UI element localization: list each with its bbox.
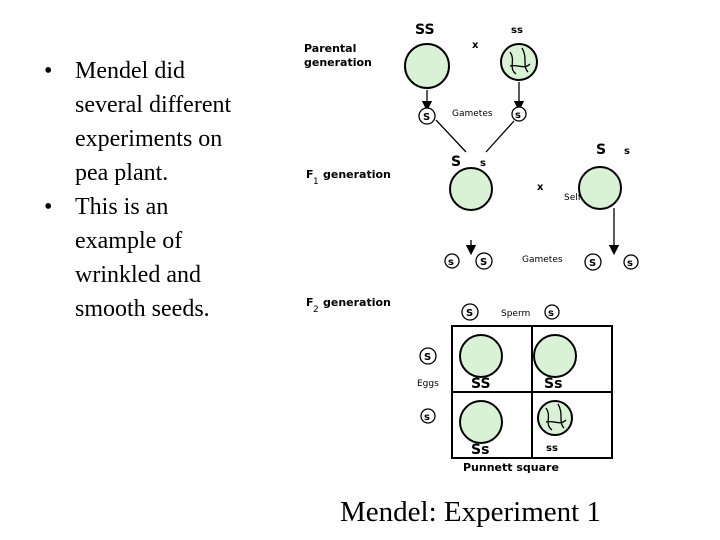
punnett-wrinkle-lines: [545, 403, 567, 431]
punnett-pea-ss-wrinkled: [537, 400, 573, 436]
f2-gamete-S-left: S: [480, 257, 487, 268]
f1-label-text: generation: [323, 168, 391, 181]
gamete-s: s: [515, 110, 521, 121]
f1-pea-right: [578, 166, 622, 210]
slide-footer-title: Mendel: Experiment 1: [340, 496, 601, 528]
sperm-s-circle: [544, 304, 560, 320]
parental-generation-label-line2: generation: [304, 56, 372, 69]
parental-generation-label-line1: Parental: [304, 42, 356, 55]
bullet-text: This is an example of wrinkled and smoot…: [75, 194, 210, 322]
punnett-pea-SS: [459, 334, 503, 378]
wrinkled-pea-parent: [500, 43, 538, 81]
sperm-S: S: [466, 308, 473, 319]
punnett-square-title: Punnett square: [463, 461, 559, 474]
bullet-item: • This is an example of wrinkled and smo…: [44, 190, 254, 326]
egg-s-circle: [420, 408, 436, 424]
f2-gamete-s-left-circle: [444, 253, 460, 269]
f1-label-letter: F: [306, 168, 314, 181]
f2-gamete-S-right: S: [589, 258, 596, 269]
egg-S-circle: [419, 347, 437, 365]
f1-pea-left: [449, 167, 493, 211]
gamete-S: S: [423, 112, 430, 123]
f2-label-subscript: 2: [313, 305, 319, 315]
bullet-item: • Mendel did several different experimen…: [44, 54, 254, 190]
f1-genotype-s: s: [480, 158, 486, 169]
f2-gamete-S-right-circle: [584, 253, 602, 271]
punnett-cell-Ss-bottom: Ss: [471, 442, 489, 458]
f2-gamete-s-right: s: [627, 258, 633, 269]
sperm-s: s: [548, 308, 554, 319]
f2-label-text: generation: [323, 296, 391, 309]
egg-S: S: [424, 352, 431, 363]
bullet-list: • Mendel did several different experimen…: [44, 54, 254, 326]
egg-s: s: [424, 412, 430, 423]
bullet-marker: •: [44, 58, 53, 84]
parental-cross-symbol: x: [472, 40, 479, 51]
f2-gamete-s-right-circle: [623, 254, 639, 270]
punnett-cell-SS: SS: [471, 376, 491, 392]
punnett-cell-Ss-top: Ss: [544, 376, 562, 392]
wrinkle-lines: [509, 47, 531, 75]
self-label: Self: [564, 193, 582, 203]
sperm-S-circle: [461, 303, 479, 321]
f1-genotype-S: S: [451, 154, 461, 170]
mendel-cross-diagram: Parental generation F 1 generation F 2 g…: [304, 22, 639, 474]
sperm-label: Sperm: [501, 309, 530, 319]
f2-gamete-S-left-circle: [475, 252, 493, 270]
f1-label-subscript: 1: [313, 177, 319, 187]
gametes-label-top: Gametes: [452, 109, 493, 119]
smooth-pea-parent: [404, 43, 450, 89]
bullet-marker: •: [44, 194, 53, 220]
gamete-S-circle: [418, 107, 436, 125]
gamete-s-circle: [511, 106, 527, 122]
bullet-text: Mendel did several different experiments…: [75, 58, 232, 186]
f1-right-genotype-s: s: [624, 146, 630, 157]
f1-cross-symbol: x: [537, 182, 544, 193]
eggs-label: Eggs: [417, 379, 439, 389]
punnett-cell-ss: ss: [546, 443, 558, 454]
parent-wrinkled-genotype: ss: [511, 25, 523, 36]
punnett-pea-Ss-top: [533, 334, 577, 378]
parent-smooth-genotype: SS: [415, 22, 435, 38]
f2-label-letter: F: [306, 296, 314, 309]
gametes-label-bottom: Gametes: [522, 255, 563, 265]
line-gamete-s-to-f1: [485, 120, 515, 153]
f2-gamete-s-left: s: [448, 257, 454, 268]
punnett-pea-Ss-bottom: [459, 400, 503, 444]
line-gamete-S-to-f1: [435, 119, 467, 153]
f1-right-genotype-S: S: [596, 142, 606, 158]
